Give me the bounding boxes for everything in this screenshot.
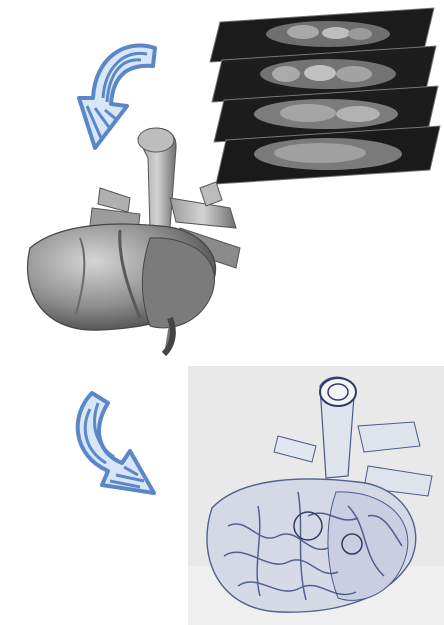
3d-printed-heart-photo — [188, 366, 444, 625]
3d-heart-model — [0, 118, 260, 358]
curved-arrow-bottom-icon — [60, 385, 170, 515]
